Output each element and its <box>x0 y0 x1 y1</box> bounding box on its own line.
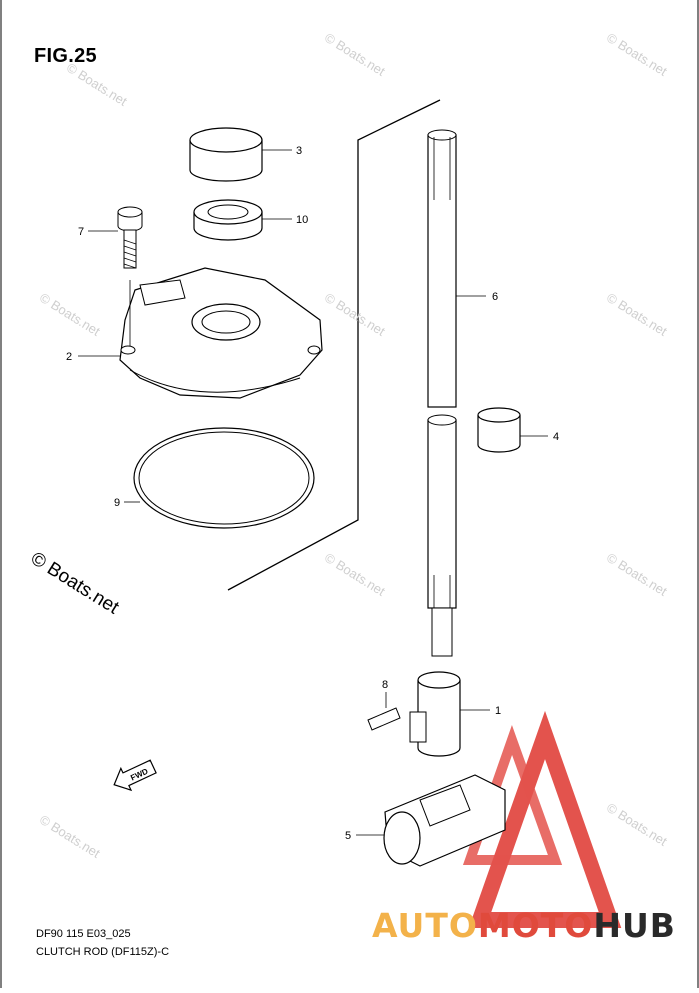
callout-5: 5 <box>345 830 351 842</box>
callout-4: 4 <box>553 431 559 443</box>
part-2-housing <box>78 267 323 399</box>
diagram-caption: CLUTCH ROD (DF115Z)-C <box>36 946 170 958</box>
part-1-shift-cam <box>409 671 490 757</box>
part-3-cap <box>189 127 292 182</box>
callout-8: 8 <box>382 679 388 691</box>
brand-part-moto: MOTO <box>477 906 594 945</box>
assembly-bracket-line <box>227 99 441 591</box>
figure-title: FIG.25 <box>34 45 97 67</box>
brand-part-hub: HUB <box>593 906 676 945</box>
part-6-clutch-rod <box>427 129 486 657</box>
part-9-o-ring <box>124 427 315 529</box>
callout-3: 3 <box>296 145 302 157</box>
part-4-bushing <box>477 407 548 453</box>
fwd-arrow-icon: FWD <box>113 759 157 792</box>
callout-7: 7 <box>78 226 84 238</box>
brand-part-auto: AUTO <box>372 906 478 945</box>
callout-1: 1 <box>495 705 501 717</box>
part-5-slider <box>356 774 506 867</box>
part-7-bolt <box>88 206 143 269</box>
callout-10: 10 <box>296 214 308 226</box>
callout-9: 9 <box>114 497 120 509</box>
callout-2: 2 <box>66 351 72 363</box>
callout-6: 6 <box>492 291 498 303</box>
part-10-seal <box>193 199 292 241</box>
brand-wordmark: AUTOMOTOHUB <box>372 906 676 945</box>
diagram-code: DF90 115 E03_025 <box>36 928 131 940</box>
part-8-pin <box>367 692 401 731</box>
